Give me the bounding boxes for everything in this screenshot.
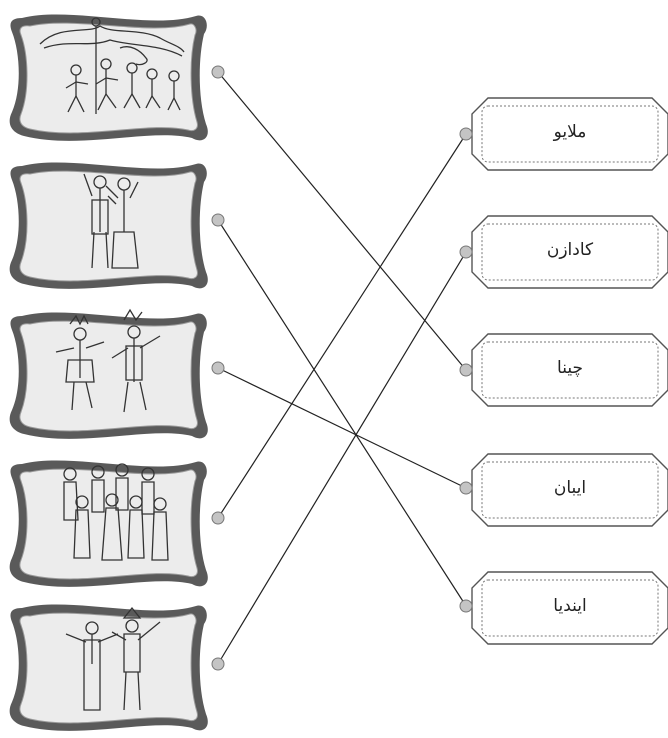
label-cina: چينا [557, 358, 583, 378]
label-tag-1 [471, 97, 668, 171]
label-dot-4[interactable] [459, 481, 473, 495]
label-tag-3 [471, 333, 668, 407]
label-iban: ايبان [553, 478, 587, 498]
picture-dot-1[interactable] [211, 65, 225, 79]
label-dot-1[interactable] [459, 127, 473, 141]
picture-card-malay [9, 162, 208, 289]
label-kadazan: كادازن [546, 240, 594, 260]
match-line-5 [217, 251, 467, 665]
label-dot-5[interactable] [459, 599, 473, 613]
label-tag-5 [471, 571, 668, 645]
match-lines [217, 71, 467, 665]
kadazan-dancers-illustration [65, 606, 161, 711]
label-dot-3[interactable] [459, 363, 473, 377]
label-melayu: ملايو [553, 122, 587, 142]
malay-dancers-illustration [83, 173, 139, 269]
picture-dot-3[interactable] [211, 361, 225, 375]
picture-card-iban [9, 308, 208, 439]
match-line-2 [217, 219, 467, 607]
picture-card-kadazan [9, 604, 208, 731]
match-line-3 [217, 367, 467, 489]
picture-dot-4[interactable] [211, 511, 225, 525]
label-dot-2[interactable] [459, 245, 473, 259]
picture-dot-5[interactable] [211, 657, 225, 671]
iban-dancers-illustration [55, 308, 161, 413]
label-india: اينديا [553, 596, 587, 616]
picture-card-lion-dance [9, 14, 208, 141]
label-tag-2 [471, 215, 668, 289]
picture-card-indian-group [9, 460, 208, 587]
picture-dots [211, 65, 225, 671]
label-tag-4 [471, 453, 668, 527]
lion-dance-illustration [39, 17, 185, 114]
match-line-4 [217, 133, 467, 519]
picture-dot-2[interactable] [211, 213, 225, 227]
label-dots [459, 127, 473, 613]
group-dancers-illustration [63, 463, 169, 561]
